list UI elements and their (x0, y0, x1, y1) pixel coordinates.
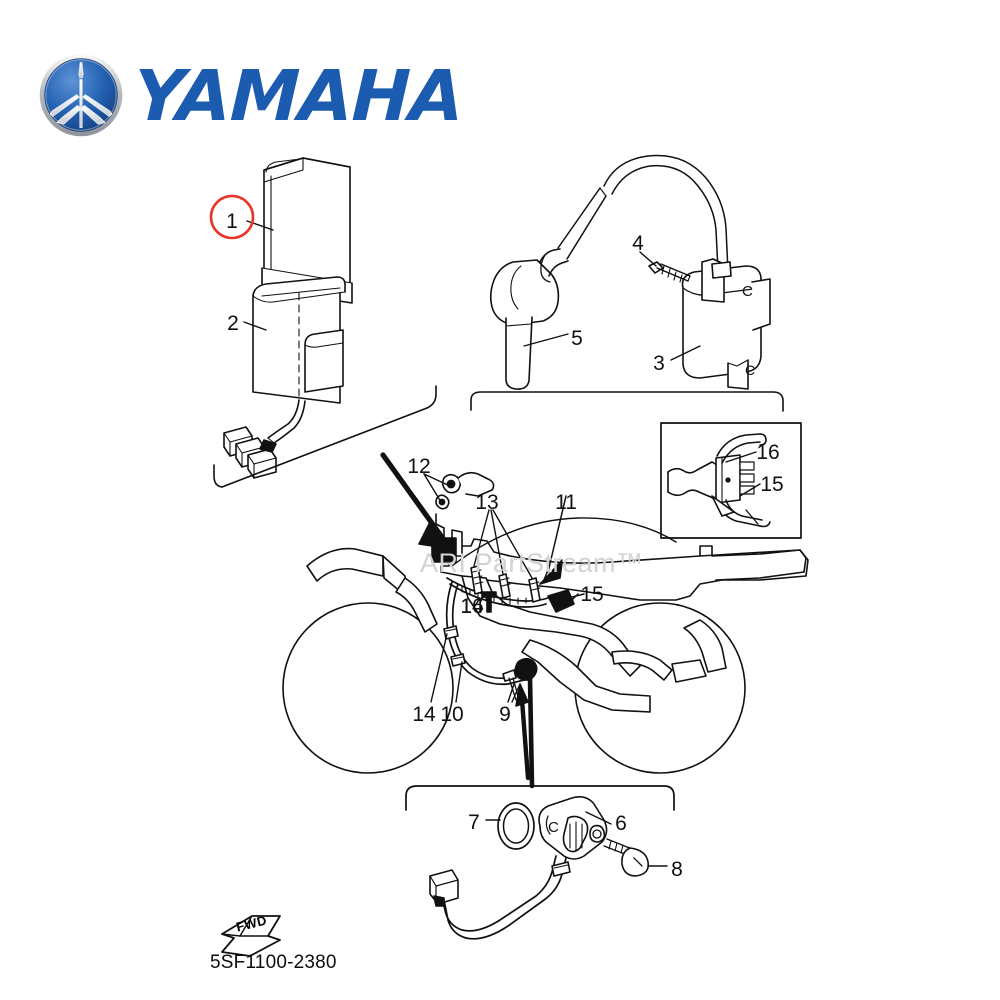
callout-13[interactable]: 13 (475, 491, 498, 514)
callout-14[interactable]: 14 (412, 703, 436, 726)
pickup-coil-assembly: C (405, 675, 675, 940)
fwd-direction-marker (221, 915, 281, 957)
callout-1-highlight-ring (209, 194, 255, 240)
callout-10[interactable]: 10 (440, 703, 463, 726)
callout-11[interactable]: 11 (555, 491, 577, 514)
svg-text:C: C (742, 283, 753, 300)
callout-3[interactable]: 3 (653, 352, 665, 375)
motorcycle-outline (282, 517, 809, 774)
callout-17[interactable]: 14 (460, 595, 484, 618)
callout-7[interactable]: 7 (468, 811, 480, 834)
callout-5[interactable]: 5 (571, 327, 583, 350)
brand-wordmark: YAMAHA (132, 55, 465, 137)
cdi-unit-assembly (213, 157, 453, 550)
callout-2[interactable]: 2 (227, 312, 239, 335)
callout-leaders (243, 220, 761, 867)
callout-6[interactable]: 6 (615, 812, 627, 835)
yamaha-tuning-fork-icon (39, 53, 123, 137)
callout-16-inset[interactable]: 16 (756, 441, 779, 464)
callout-17-number[interactable]: 16 (460, 595, 483, 618)
ignition-coil-assembly: C C (470, 154, 784, 412)
callout-1[interactable]: 1 (226, 210, 238, 233)
callout-9[interactable]: 9 (499, 703, 511, 726)
sheet-number: 5SF1100-2380 (210, 952, 337, 973)
connector-detail-inset (660, 422, 802, 539)
brand-header: YAMAHA (38, 48, 464, 144)
wire-harness-routing (431, 471, 585, 701)
callout-number-group: 1 2 3 4 5 6 7 8 9 10 11 12 13 14 15 15 1… (209, 194, 784, 881)
svg-text:C: C (548, 819, 559, 836)
svg-text:C: C (745, 362, 755, 378)
callout-4[interactable]: 4 (632, 232, 644, 255)
callout-15[interactable]: 15 (580, 583, 603, 606)
callout-12[interactable]: 12 (407, 455, 430, 478)
callout-8[interactable]: 8 (671, 858, 683, 881)
callout-15-inset[interactable]: 15 (760, 473, 783, 496)
